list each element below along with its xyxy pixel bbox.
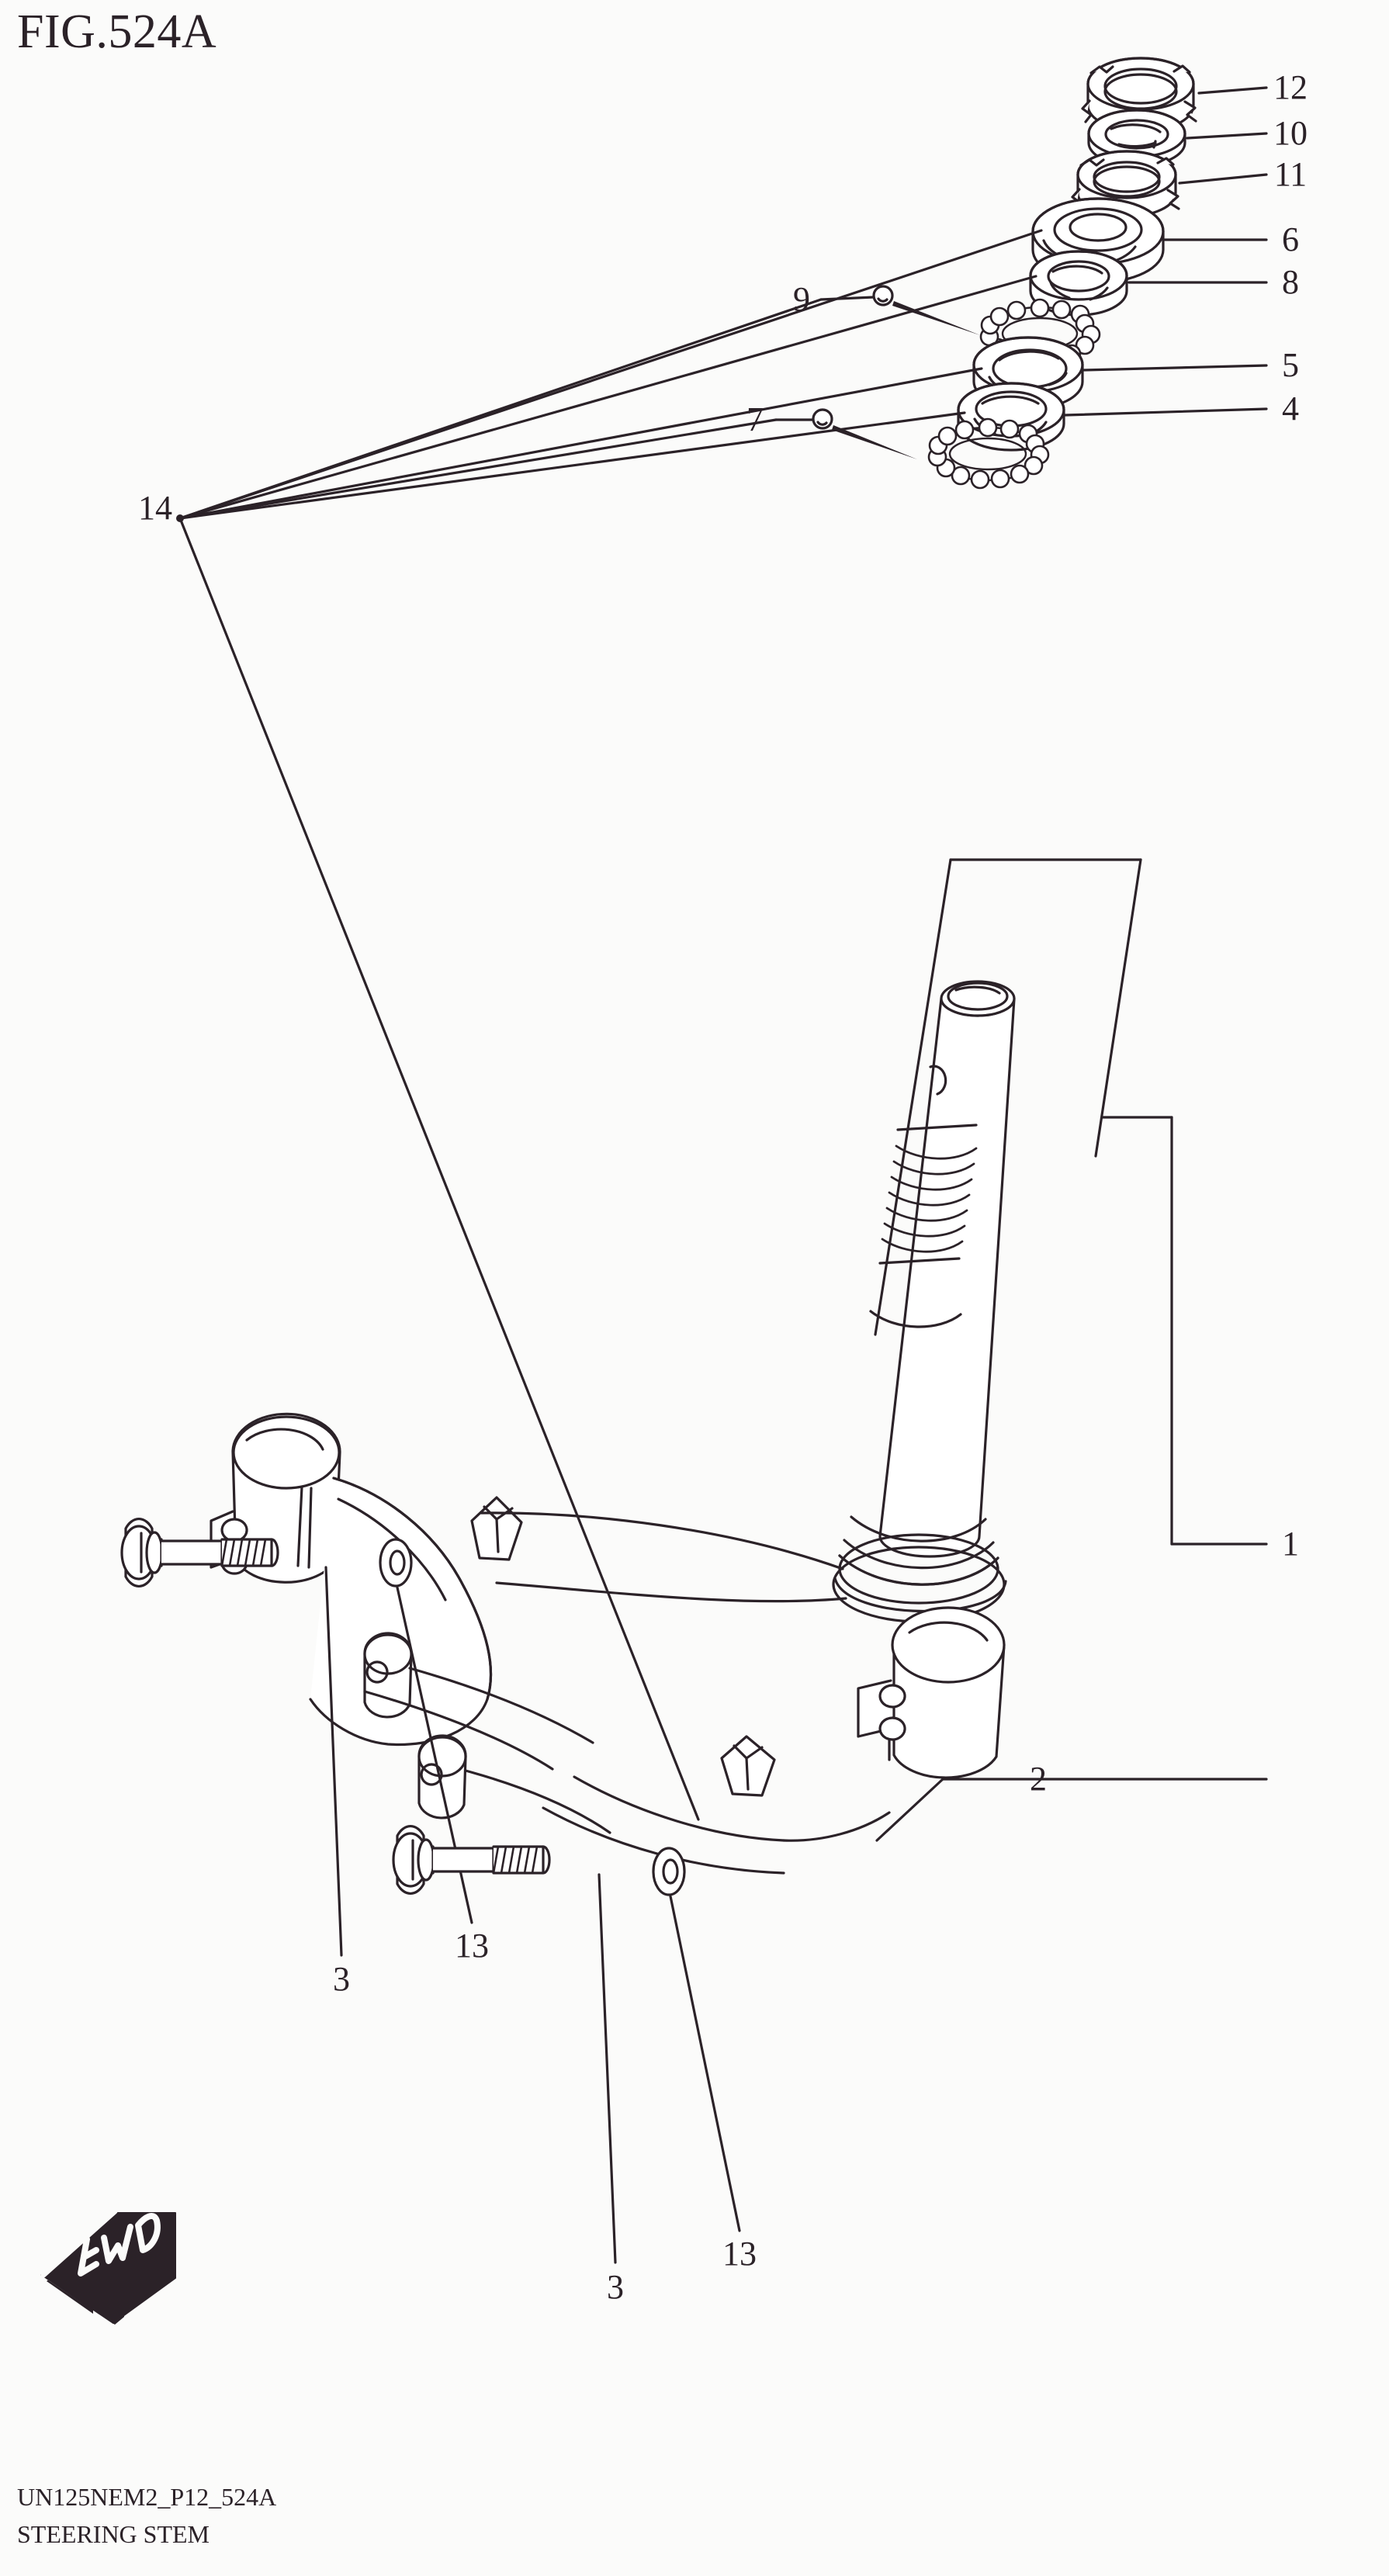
part-13-washer-lower	[652, 1847, 686, 1896]
leader-13-lower	[669, 1895, 741, 2232]
callout-3-upper: 3	[333, 1960, 350, 1998]
steering-stem-shaft	[838, 980, 1016, 1586]
lower-ball-cage	[927, 417, 1050, 490]
callout-5: 5	[1282, 346, 1299, 384]
part-7-steel-ball	[812, 408, 833, 430]
callout-7: 7	[746, 400, 764, 438]
part-3-bolt-upper	[120, 1518, 279, 1587]
leader-fan-14	[176, 229, 1043, 1821]
footer-code: UN125NEM2_P12_524A	[17, 2483, 277, 2511]
leader-10	[1186, 132, 1268, 140]
callout-12: 12	[1273, 68, 1308, 106]
page-title: FIG.524A	[17, 5, 217, 58]
leader-3-upper	[324, 1566, 343, 1957]
leader-9-arrow	[892, 301, 980, 335]
part-10-lock-washer	[1087, 109, 1186, 168]
part-12-lock-nut	[1081, 57, 1197, 133]
leader-11	[1178, 173, 1268, 185]
callout-9: 9	[793, 280, 810, 318]
part-3-bolt-lower	[392, 1825, 551, 1895]
fwd-arrow-label	[78, 2213, 161, 2277]
callout-13-upper: 13	[455, 1927, 489, 1965]
callout-11: 11	[1273, 155, 1308, 193]
leader-3-lower	[598, 1873, 617, 2264]
callout-10: 10	[1273, 114, 1308, 152]
group-bracket-1	[874, 858, 1142, 1336]
footer-figure-name: STEERING STEM	[17, 2520, 210, 2548]
leader-4	[1064, 407, 1268, 417]
leader-9-label	[819, 296, 875, 301]
callout-1: 1	[1282, 1525, 1299, 1563]
callout-13-lower: 13	[722, 2235, 757, 2273]
part-9-steel-ball	[872, 285, 894, 306]
callout-4: 4	[1282, 390, 1299, 428]
callout-2: 2	[1030, 1760, 1047, 1798]
callout-3-lower: 3	[607, 2268, 624, 2306]
callout-8: 8	[1282, 263, 1299, 301]
callout-14: 14	[138, 489, 172, 527]
callout-6: 6	[1282, 220, 1299, 258]
leader-12	[1197, 86, 1268, 95]
leader-2	[875, 1778, 944, 1842]
leader-7-arrow	[832, 425, 917, 459]
leader-5	[1082, 364, 1268, 372]
part-13-washer-upper	[379, 1538, 413, 1587]
